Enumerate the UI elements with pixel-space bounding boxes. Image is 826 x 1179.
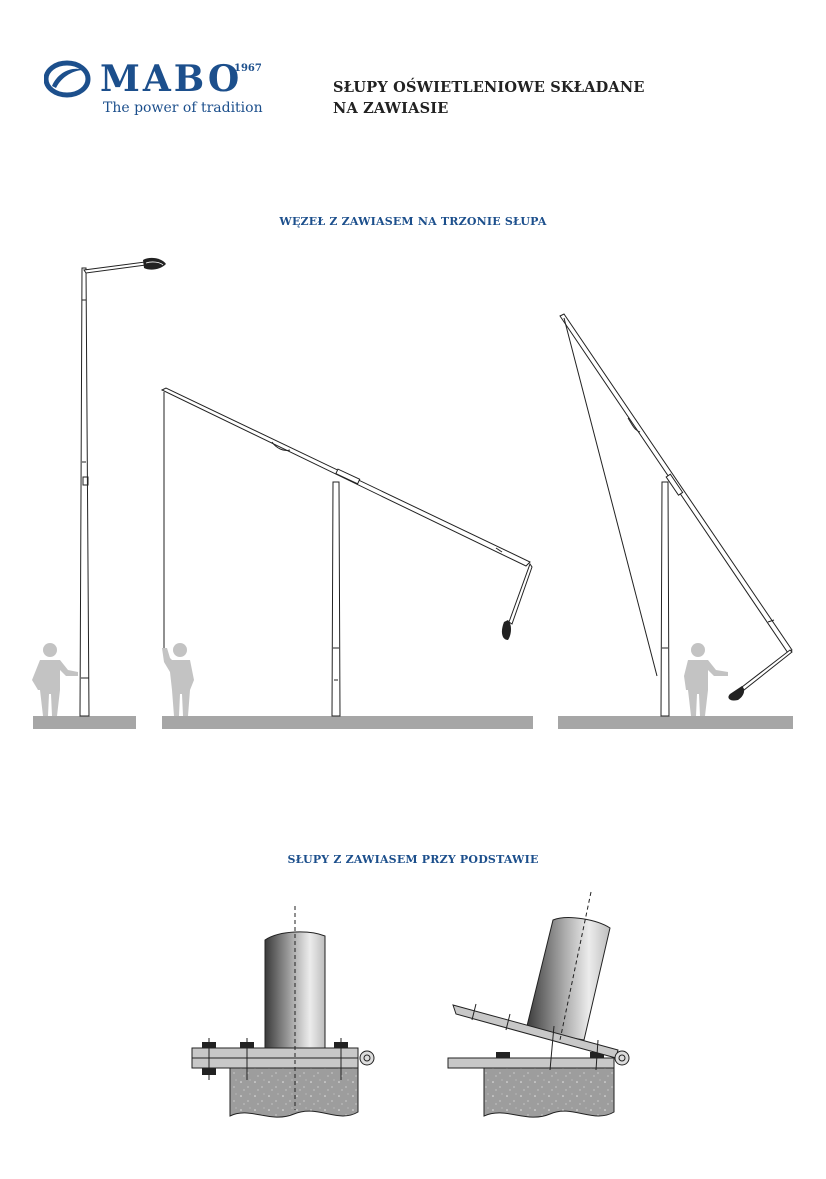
luminaire-icon xyxy=(143,257,166,270)
luminaire-icon xyxy=(501,620,511,640)
document-title: SŁUPY OŚWIETLENIOWE SKŁADANE NA ZAWIASIE xyxy=(333,77,645,119)
luminaire-icon xyxy=(728,686,745,701)
pole-tilted xyxy=(559,313,793,717)
document-title-line-1: SŁUPY OŚWIETLENIOWE SKŁADANE xyxy=(333,79,645,96)
logo-wordmark: MABO xyxy=(100,58,243,100)
shaft-hinge-illustration xyxy=(32,257,793,729)
base-hinge-tilted xyxy=(447,891,630,1118)
ground-strip-2 xyxy=(162,716,533,729)
ground-strip-1 xyxy=(33,716,136,729)
logo-swoosh-icon xyxy=(44,60,91,98)
person-icon xyxy=(32,643,78,716)
section-title-shaft-hinge: WĘZEŁ Z ZAWIASEM NA TRZONIE SŁUPA xyxy=(279,215,547,228)
ground-strip-3 xyxy=(558,716,793,729)
base-hinge-upright xyxy=(191,906,375,1118)
logo-tagline: The power of tradition xyxy=(103,100,263,116)
pole-upright xyxy=(79,261,147,717)
person-icon xyxy=(162,643,194,716)
base-hinge-illustration xyxy=(191,891,630,1118)
logo-year: 1967 xyxy=(234,63,262,74)
hinge-pin-icon xyxy=(359,1050,375,1066)
person-icon xyxy=(684,643,728,716)
pole-lowered xyxy=(160,387,533,717)
mabo-logo: MABO 1967 The power of tradition xyxy=(44,58,274,120)
section-title-base-hinge: SŁUPY Z ZAWIASEM PRZY PODSTAWIE xyxy=(287,853,539,866)
hinge-pin-icon xyxy=(614,1050,630,1066)
document-title-line-2: NA ZAWIASIE xyxy=(333,100,449,117)
